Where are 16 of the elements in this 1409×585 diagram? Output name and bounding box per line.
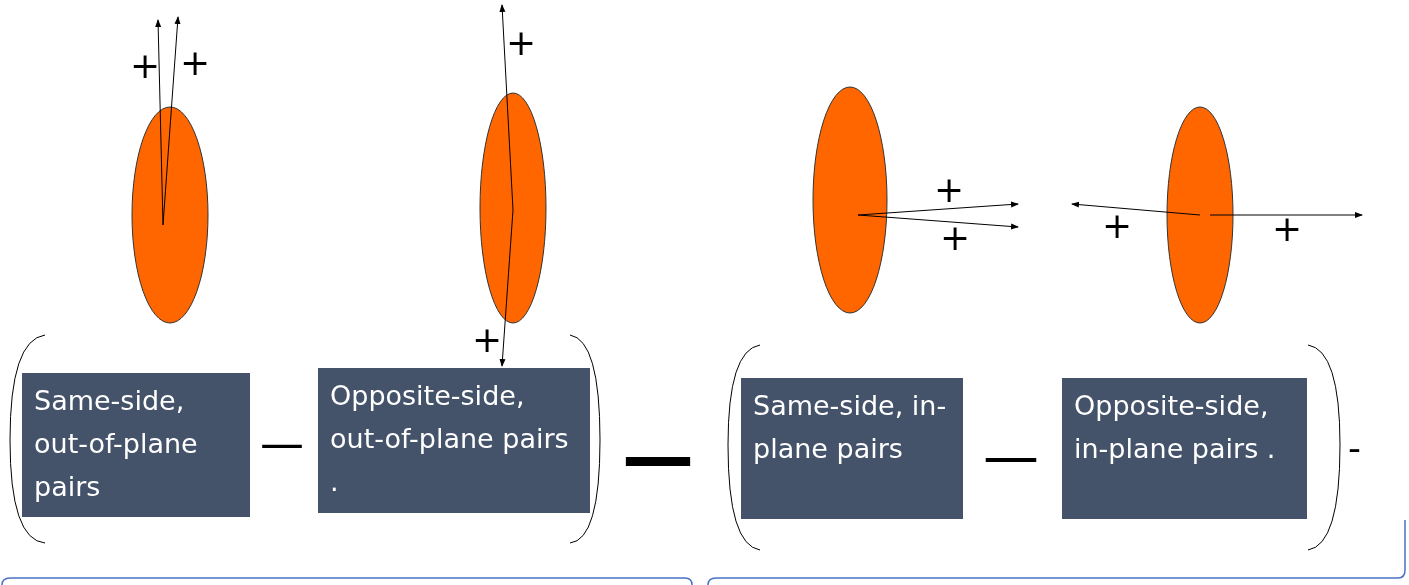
minus-sign: — — [622, 420, 694, 492]
text-box: Opposite-side, out-of-plane pairs . — [318, 368, 590, 513]
charge-sign: + — [506, 25, 537, 61]
minus-sign: - — [1348, 430, 1361, 466]
text-box: Opposite-side, in-plane pairs . — [1062, 378, 1307, 519]
text-box: Same-side, in-plane pairs — [741, 378, 963, 519]
charge-sign: + — [130, 48, 161, 84]
charge-sign: + — [1102, 208, 1133, 244]
charge-sign: + — [472, 322, 503, 358]
charge-sign: + — [940, 220, 971, 256]
charge-sign: + — [934, 172, 965, 208]
charge-sign: + — [1272, 211, 1303, 247]
minus-sign: — — [983, 428, 1039, 484]
charge-sign: + — [180, 45, 211, 81]
text-box: Same-side, out-of-plane pairs — [22, 373, 250, 517]
minus-sign: — — [260, 422, 304, 466]
